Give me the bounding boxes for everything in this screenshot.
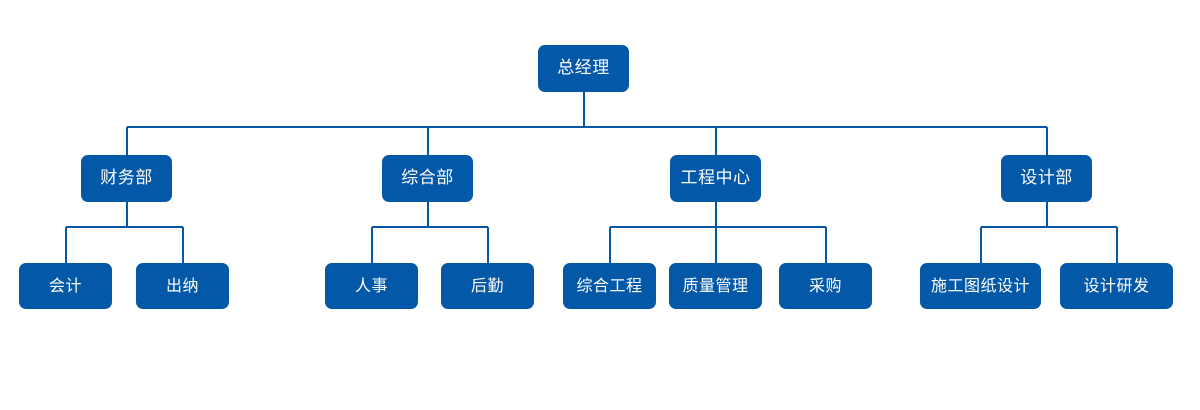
org-node[interactable]: 人事: [325, 263, 418, 309]
org-node-label: 质量管理: [682, 276, 749, 295]
org-node-label: 综合工程: [576, 276, 643, 295]
org-node[interactable]: 工程中心: [670, 155, 761, 202]
org-node[interactable]: 后勤: [441, 263, 534, 309]
org-node[interactable]: 会计: [19, 263, 112, 309]
org-node[interactable]: 采购: [779, 263, 872, 309]
org-node[interactable]: 总经理: [538, 45, 629, 92]
org-node-label: 人事: [354, 276, 388, 295]
org-node-label: 工程中心: [680, 168, 751, 188]
org-node-label: 财务部: [100, 168, 153, 188]
org-node[interactable]: 财务部: [81, 155, 172, 202]
org-node[interactable]: 综合工程: [563, 263, 656, 309]
org-node[interactable]: 质量管理: [669, 263, 762, 309]
org-node-label: 总经理: [557, 58, 610, 78]
org-node-label: 施工图纸设计: [930, 276, 1030, 295]
org-node[interactable]: 施工图纸设计: [920, 263, 1041, 309]
org-node-label: 综合部: [401, 168, 454, 188]
org-node-label: 采购: [808, 276, 842, 295]
org-node-label: 设计研发: [1083, 276, 1150, 295]
org-node-label: 出纳: [165, 276, 199, 295]
org-node-label: 后勤: [470, 276, 504, 295]
org-node[interactable]: 设计部: [1001, 155, 1092, 202]
org-node[interactable]: 出纳: [136, 263, 229, 309]
org-node[interactable]: 设计研发: [1060, 263, 1173, 309]
org-node-label: 设计部: [1020, 168, 1073, 188]
org-node[interactable]: 综合部: [382, 155, 473, 202]
org-node-label: 会计: [48, 276, 82, 295]
